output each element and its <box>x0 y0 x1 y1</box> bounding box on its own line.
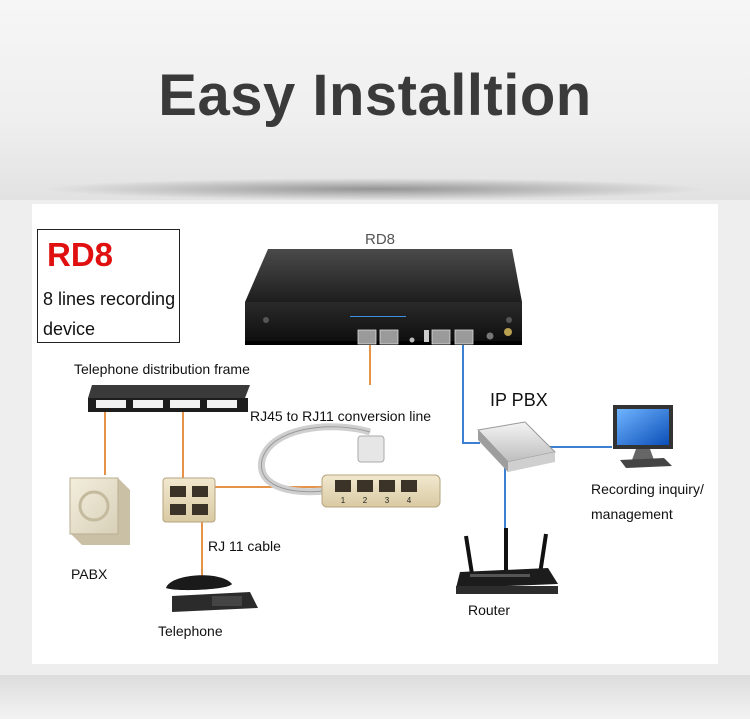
monitor-icon <box>613 405 673 468</box>
rj11-coupler-icon <box>162 477 216 523</box>
ip-pbx-label: IP PBX <box>490 390 548 410</box>
product-name: RD8 <box>47 236 114 273</box>
pabx-label: PABX <box>71 566 108 582</box>
page-title: Easy Installtion <box>158 63 592 128</box>
conversion-line-label: RJ45 to RJ11 conversion line <box>250 408 432 424</box>
telephone-label: Telephone <box>158 623 223 639</box>
splitter-port-1: 1 <box>341 496 346 505</box>
splitter-port-3: 3 <box>385 496 390 505</box>
header-shadow <box>40 178 710 200</box>
rd8-to-ippbx-line <box>462 345 480 444</box>
header-background <box>0 0 750 200</box>
pabx-icon <box>69 477 130 545</box>
recording-label-line2: management <box>591 506 673 522</box>
distribution-frame-icon <box>88 385 250 412</box>
analog-connections <box>104 345 371 580</box>
router-label: Router <box>468 602 511 618</box>
recording-label-line1: Recording inquiry/ <box>591 481 704 497</box>
rd8-device-icon <box>245 249 522 345</box>
product-description: 8 lines recording device <box>43 289 176 339</box>
splitter-port-2: 2 <box>363 496 368 505</box>
rj11-cable-label: RJ 11 cable <box>208 538 281 554</box>
distribution-frame-label: Telephone distribution frame <box>74 361 250 377</box>
telephone-icon <box>166 575 258 612</box>
ip-pbx-switch-icon <box>476 421 557 472</box>
footer-band <box>0 675 750 719</box>
router-icon <box>456 528 558 594</box>
conversion-cable-icon: 1 2 3 4 <box>258 423 441 508</box>
device-label: RD8 <box>365 231 396 248</box>
splitter-port-4: 4 <box>407 496 412 505</box>
product-label-box: RD8 8 lines recording device <box>37 229 180 343</box>
